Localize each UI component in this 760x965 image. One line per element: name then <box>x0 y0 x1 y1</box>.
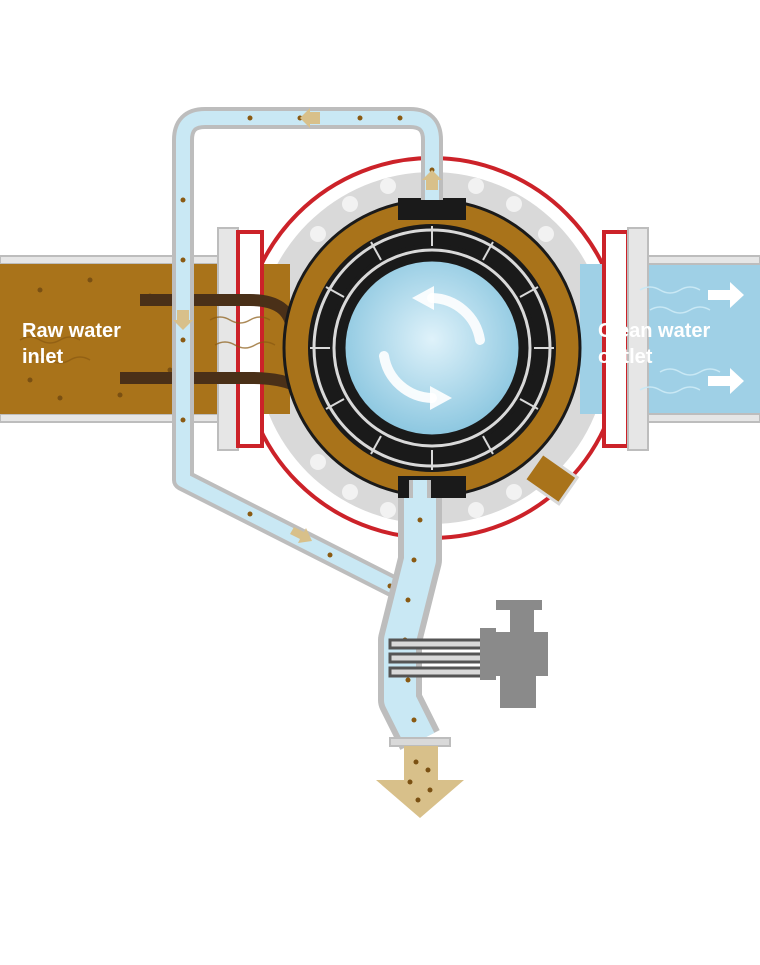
clean-water-outlet-label: Clean water outlet <box>598 318 710 370</box>
drain-assembly <box>376 498 548 818</box>
backwash-pipe <box>172 107 443 611</box>
rotation-arrows-icon <box>379 293 485 403</box>
outlet-flow-arrows <box>708 282 744 394</box>
screen-segments <box>310 226 554 470</box>
motor-icon <box>480 600 548 708</box>
inlet-pipe <box>0 227 316 451</box>
outlet-label-line2: outlet <box>598 346 653 368</box>
discharge-arrow-icon <box>376 746 464 818</box>
outlet-label-line1: Clean water <box>598 320 711 342</box>
pump-flange <box>388 638 484 678</box>
outlet-pipe <box>580 227 760 451</box>
raw-water-inlet-label: Raw water inlet <box>22 318 121 370</box>
filter-body <box>282 198 582 506</box>
inlet-label-line2: inlet <box>22 346 64 368</box>
inlet-label-line1: Raw water <box>22 320 121 342</box>
discharge-valve <box>522 451 580 506</box>
